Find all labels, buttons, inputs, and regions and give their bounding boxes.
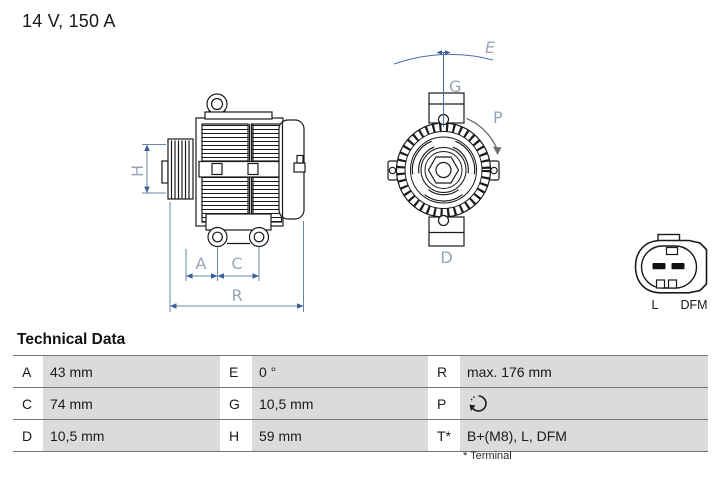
table-key-t: T*: [428, 420, 460, 451]
table-row: D 10,5 mm H 59 mm T* B+(M8), L, DFM: [13, 419, 708, 452]
table-value-t: B+(M8), L, DFM: [460, 420, 708, 451]
mounting-feet: [205, 213, 272, 231]
side-view-dimension-arrows: [144, 144, 304, 309]
connector-label-dfm: DFM: [680, 298, 707, 312]
table-value-h: 59 mm: [252, 420, 428, 451]
table-value-e: 0 °: [252, 356, 428, 387]
table-key-p: P: [428, 388, 460, 419]
dim-label-e: E: [485, 38, 496, 57]
e-zero-marker: [436, 50, 451, 55]
dim-label-h: H: [128, 165, 147, 177]
connector-pin-l: [652, 263, 666, 270]
table-row: C 74 mm G 10,5 mm P: [13, 387, 708, 419]
table-key-r: R: [428, 356, 460, 387]
terminal-footnote: * Terminal: [463, 450, 512, 462]
table-key-d: D: [13, 420, 43, 451]
table-value-a: 43 mm: [43, 356, 220, 387]
connector-label-l: L: [652, 298, 659, 312]
bplus-terminal-stud: [293, 162, 306, 173]
table-key-e: E: [220, 356, 252, 387]
table-value-p: [460, 388, 708, 419]
table-value-r: max. 176 mm: [460, 356, 708, 387]
table-value-c: 74 mm: [43, 388, 220, 419]
connector-pin-dfm: [671, 263, 685, 270]
rear-view-guides: [393, 52, 494, 127]
table-row: A 43 mm E 0 ° R max. 176 mm: [13, 355, 708, 387]
table-value-d: 10,5 mm: [43, 420, 220, 451]
page-title: 14 V, 150 A: [22, 11, 116, 31]
dim-label-c: C: [231, 254, 242, 273]
connector-drawing: [634, 233, 708, 294]
side-view-drawing: [161, 93, 306, 248]
table-key-a: A: [13, 356, 43, 387]
rotation-cw-icon: [469, 395, 487, 412]
rotation-direction-arrow: [466, 117, 502, 155]
dim-label-g: G: [449, 77, 461, 96]
table-key-h: H: [220, 420, 252, 451]
technical-data-table: A 43 mm E 0 ° R max. 176 mm C 74 mm G 10…: [13, 355, 708, 452]
dim-label-d: D: [440, 248, 452, 267]
technical-drawings: H A C R: [128, 38, 708, 312]
dim-label-r: R: [231, 286, 242, 305]
dim-label-p: P: [493, 108, 503, 127]
table-title: Technical Data: [17, 331, 126, 348]
table-key-g: G: [220, 388, 252, 419]
table-value-g: 10,5 mm: [252, 388, 428, 419]
rear-view-drawing: [387, 92, 500, 247]
cooling-fins: [201, 123, 249, 162]
table-key-c: C: [13, 388, 43, 419]
dim-label-a: A: [196, 254, 207, 273]
cooling-fins: [250, 123, 283, 162]
